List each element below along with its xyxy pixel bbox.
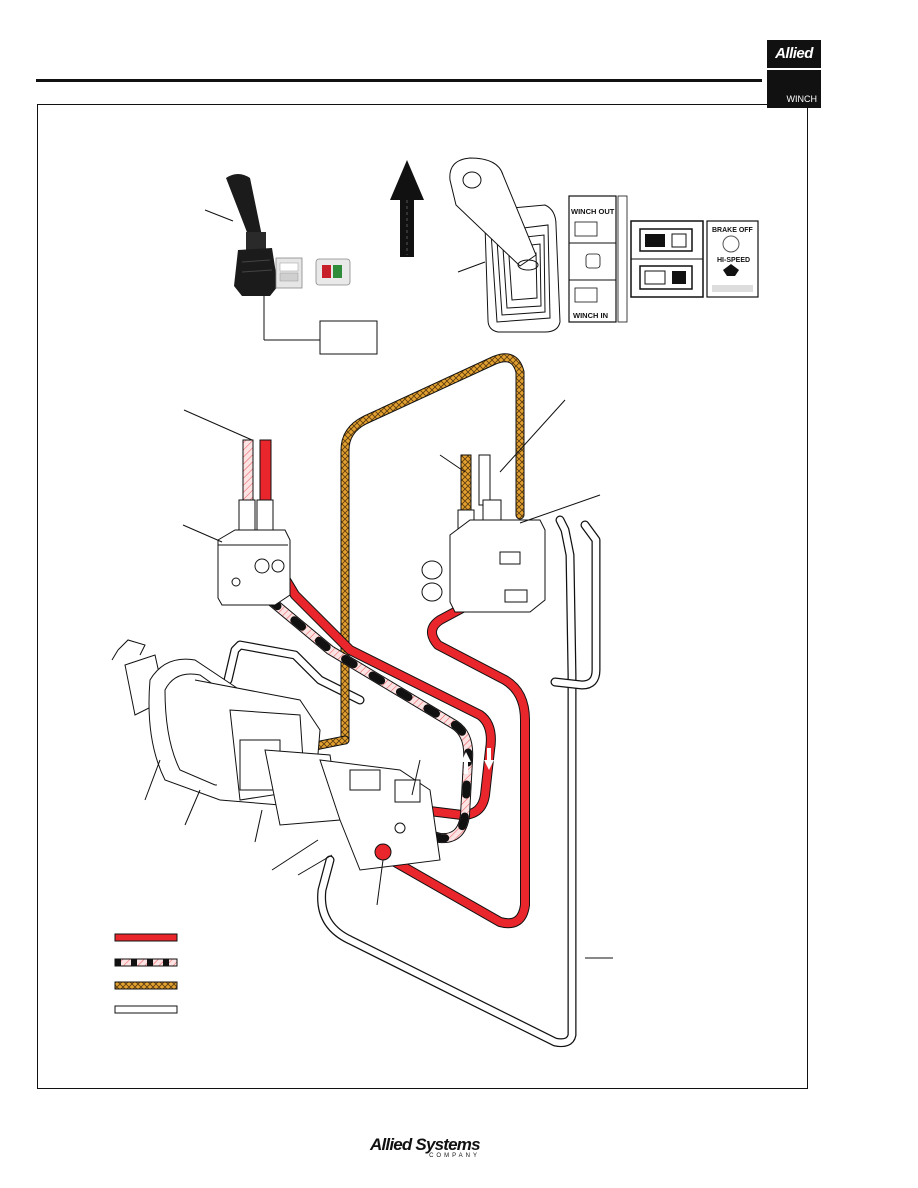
diagram-frame — [37, 104, 808, 1089]
logo-sub-text: WINCH — [767, 70, 821, 108]
legend-swatch-yellow — [114, 981, 178, 990]
controller-box — [319, 320, 378, 355]
winch-out-label: WINCH OUT — [571, 207, 615, 216]
legend-swatch-red — [114, 933, 178, 942]
right-valve-block — [421, 399, 601, 613]
winch-drive-assembly — [111, 639, 613, 959]
brake-off-label: BRAKE OFF — [712, 227, 754, 234]
left-valve-block — [182, 409, 291, 606]
legend — [114, 933, 178, 1014]
cab-lever-control — [449, 157, 561, 333]
allied-winch-logo: Allied WINCH — [767, 40, 821, 108]
legend-swatch-white — [114, 1005, 178, 1014]
up-arrow-icon — [390, 160, 424, 257]
footer-logo-sub: COMPANY — [429, 1153, 480, 1159]
joystick-switch-panel — [275, 257, 351, 289]
joystick-control — [204, 174, 378, 355]
allied-systems-footer-logo: Allied Systems COMPANY — [370, 1135, 481, 1162]
logo-brand-text: Allied — [767, 40, 821, 68]
hi-speed-label: HI-SPEED — [717, 257, 750, 264]
winch-control-panel — [568, 195, 759, 323]
flow-arrows — [461, 748, 494, 774]
return-line-white — [223, 515, 601, 1048]
header-rule — [36, 79, 762, 82]
winch-in-label: WINCH IN — [573, 311, 608, 320]
footer-logo-name: Allied Systems — [370, 1135, 481, 1154]
